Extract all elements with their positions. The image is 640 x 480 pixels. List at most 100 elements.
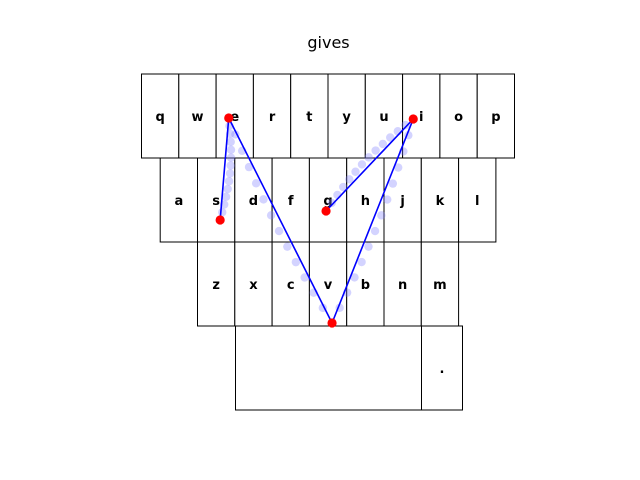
key-z[interactable]: z <box>197 241 236 327</box>
key-c[interactable]: c <box>271 241 310 327</box>
gesture-endpoint-dot <box>224 113 234 123</box>
key-r-cap <box>252 73 292 159</box>
key-n[interactable]: n <box>383 241 422 327</box>
gesture-sample-dot <box>283 242 292 251</box>
key-label: w <box>191 110 203 125</box>
gesture-sample-dot <box>221 192 231 201</box>
key-m-cap <box>420 241 460 327</box>
key-q[interactable]: q <box>141 73 180 159</box>
key-label: v <box>324 278 333 293</box>
key-label: d <box>249 194 258 209</box>
swipe-word-title: gives <box>307 33 350 52</box>
space-key-cap <box>235 325 422 411</box>
key-k-cap <box>420 157 460 243</box>
key-s[interactable]: s <box>197 157 236 243</box>
gesture-sample-dot <box>364 242 373 251</box>
key-label: x <box>249 278 258 293</box>
gesture-endpoints-layer <box>215 113 418 328</box>
gesture-sample-dot <box>370 226 380 236</box>
gesture-sample-dot <box>345 175 354 184</box>
gesture-sample-dot <box>357 257 366 267</box>
gesture-sample-dot <box>351 167 360 176</box>
key-label: z <box>212 278 220 293</box>
key-p[interactable]: p <box>476 73 516 159</box>
key-label: m <box>433 278 447 293</box>
key-d[interactable]: d <box>234 157 273 243</box>
key-a[interactable]: a <box>159 157 198 243</box>
key-n-cap <box>383 241 422 327</box>
key-o-cap <box>439 73 478 159</box>
key-label: j <box>399 194 404 209</box>
gesture-sample-dot <box>226 137 235 147</box>
key-r[interactable]: r <box>252 73 292 159</box>
gesture-sample-dot <box>266 211 276 220</box>
key-label: r <box>269 110 276 125</box>
key-label: c <box>287 278 295 293</box>
key-t[interactable]: t <box>290 73 329 159</box>
key-f[interactable]: f <box>271 157 310 243</box>
key-l[interactable]: l <box>458 157 497 243</box>
key-label: i <box>419 110 423 125</box>
key-s-cap <box>197 157 236 243</box>
key-h[interactable]: h <box>346 157 385 243</box>
gesture-sample-dot <box>383 195 392 204</box>
gesture-sample-dot <box>291 257 301 267</box>
gesture-sample-dot <box>218 208 227 217</box>
key-c-cap <box>271 241 310 327</box>
key-h-cap <box>346 157 385 243</box>
gesture-sample-dot <box>371 146 380 155</box>
key-label: q <box>155 110 164 125</box>
key-a-cap <box>159 157 198 243</box>
key-m[interactable]: m <box>420 241 460 327</box>
key-g[interactable]: g <box>308 157 348 243</box>
key-f-cap <box>271 157 310 243</box>
key-label: f <box>288 194 294 209</box>
key-u-cap <box>364 73 404 159</box>
key-label: k <box>436 194 445 209</box>
gesture-sample-dot <box>350 273 359 282</box>
key-o[interactable]: o <box>439 73 478 159</box>
key-l-cap <box>458 157 497 243</box>
key-label: u <box>379 110 388 125</box>
key-p-cap <box>476 73 516 159</box>
key-u[interactable]: u <box>364 73 404 159</box>
gesture-sample-dot <box>251 179 261 188</box>
key-w[interactable]: w <box>178 73 217 159</box>
key-label: l <box>475 194 479 209</box>
gesture-sample-dot <box>339 182 348 192</box>
gesture-sample-dot <box>244 162 254 172</box>
key-label: . <box>440 362 445 377</box>
gesture-sample-dot <box>274 226 284 236</box>
gesture-sample-dot <box>300 273 309 282</box>
gesture-endpoint-dot <box>327 318 337 328</box>
gesture-sample-dot <box>378 139 388 149</box>
gesture-endpoint-dot <box>408 114 418 124</box>
gesture-sample-dot <box>377 211 386 220</box>
key-b[interactable]: b <box>346 241 385 327</box>
gesture-sample-dot <box>226 153 236 162</box>
gesture-sample-dot <box>225 169 235 178</box>
key-y[interactable]: y <box>327 73 366 159</box>
key-i[interactable]: i <box>402 73 441 159</box>
key-period[interactable]: . <box>421 325 463 411</box>
key-label: n <box>398 278 407 293</box>
key-k[interactable]: k <box>420 157 460 243</box>
space-key[interactable] <box>235 325 422 411</box>
gesture-endpoint-dot <box>215 215 225 225</box>
key-label: e <box>230 110 239 125</box>
gesture-sample-dot <box>224 177 234 186</box>
key-label: b <box>361 278 370 293</box>
key-e[interactable]: e <box>215 73 254 159</box>
key-period-cap <box>421 325 463 411</box>
gesture-sample-dot <box>327 198 336 208</box>
gesture-sample-dot <box>259 195 268 204</box>
gesture-sample-dot <box>226 161 235 170</box>
key-i-cap <box>402 73 441 159</box>
gesture-sample-dot <box>357 160 367 169</box>
key-y-cap <box>327 73 366 159</box>
key-x[interactable]: x <box>234 241 273 327</box>
gesture-sample-dot <box>394 163 403 172</box>
